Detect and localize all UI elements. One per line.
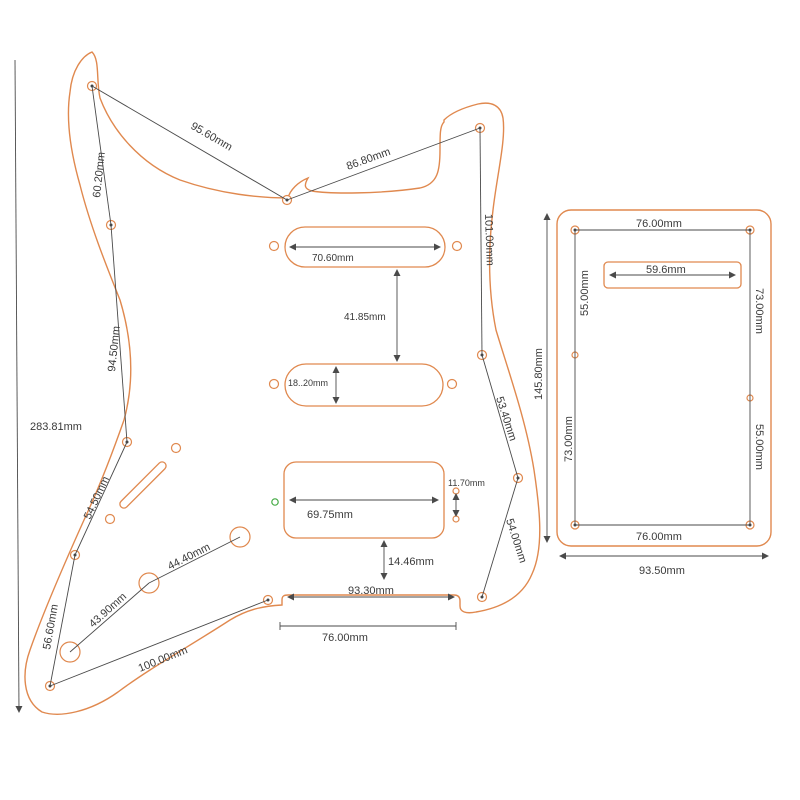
label-95-60: 95.60mm xyxy=(189,120,235,153)
label-14-46: 14.46mm xyxy=(388,556,434,568)
label-18-20: 18..20mm xyxy=(288,378,328,388)
switch-screw-upper xyxy=(170,442,182,454)
label-54-00: 54.00mm xyxy=(503,517,529,564)
label-70-60: 70.60mm xyxy=(312,253,354,264)
label-76-00-bottom: 76.00mm xyxy=(322,632,368,644)
control-spacing-upper-line xyxy=(148,536,241,584)
middle-pickup-cutout xyxy=(284,363,444,407)
label-44-40: 44.40mm xyxy=(166,541,212,573)
label-55-00-left: 55.00mm xyxy=(579,270,591,316)
label-76-00-backplate-bottom: 76.00mm xyxy=(636,531,682,543)
middle-pickup-screw-left xyxy=(268,378,280,390)
screw-spacing-lines xyxy=(49,85,519,687)
backplate-spacing-lines xyxy=(574,229,751,526)
label-73-00-right: 73.00mm xyxy=(753,288,765,334)
label-93-50: 93.50mm xyxy=(639,565,685,577)
overall-height-line xyxy=(14,59,23,713)
label-76-00-backplate-top: 76.00mm xyxy=(636,218,682,230)
label-94-50: 94.50mm xyxy=(106,325,123,372)
neck-pickup-screw-left xyxy=(268,240,280,252)
humbucker-screw-upper xyxy=(452,487,460,495)
label-69-75: 69.75mm xyxy=(307,509,353,521)
label-101-00: 101.00mm xyxy=(482,214,496,266)
label-86-80: 86.80mm xyxy=(345,146,392,173)
label-55-00-right: 55.00mm xyxy=(753,424,765,470)
overall-height-label: 283.81mm xyxy=(30,421,82,433)
label-59-6: 59.6mm xyxy=(646,264,686,276)
switch-slot xyxy=(119,461,167,509)
label-43-90: 43.90mm xyxy=(87,591,129,631)
control-spacing-lower-line xyxy=(69,582,150,653)
label-11-70: 11.70mm xyxy=(448,478,485,488)
neck-pickup-cutout xyxy=(284,226,446,268)
label-41-85: 41.85mm xyxy=(344,312,386,323)
humbucker-cutout xyxy=(283,461,445,539)
marker-hole-green xyxy=(271,498,279,506)
backplate-slot xyxy=(603,261,742,289)
humbucker-screw-lower xyxy=(452,515,460,523)
backplate-outline xyxy=(556,209,772,547)
label-93-30: 93.30mm xyxy=(348,585,394,597)
switch-screw-lower xyxy=(104,513,116,525)
middle-pickup-screw-right xyxy=(446,378,458,390)
label-54-50: 54.50mm xyxy=(82,475,112,522)
pickguard-outline xyxy=(24,51,541,715)
neck-pickup-screw-right xyxy=(451,240,463,252)
label-53-40: 53.40mm xyxy=(493,395,519,442)
label-73-00-left: 73.00mm xyxy=(563,416,575,462)
label-60-20: 60.20mm xyxy=(91,151,108,198)
label-145-80: 145.80mm xyxy=(533,348,545,400)
